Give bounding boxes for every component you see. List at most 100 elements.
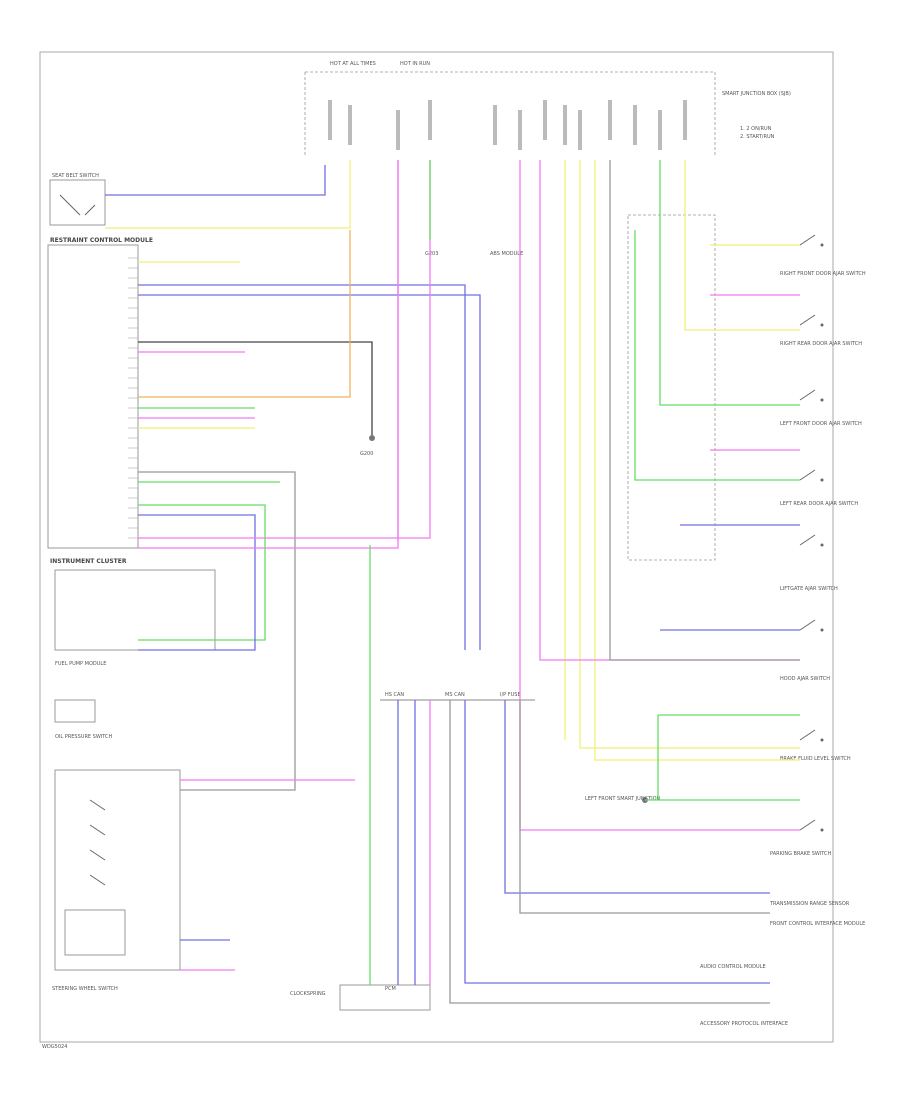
door-switch-contact xyxy=(799,619,816,631)
wire-right-green-2 xyxy=(634,230,800,481)
wire-right-pink-2 xyxy=(539,160,800,661)
wires xyxy=(105,160,800,1004)
top-connector xyxy=(428,100,432,140)
footer-code: WDG5024 xyxy=(42,1044,67,1050)
wire-rcm-blue-3 xyxy=(138,514,256,651)
top-connector xyxy=(518,110,522,150)
wire-right-yellow-3 xyxy=(579,160,800,749)
wire-right-gray xyxy=(609,160,800,661)
steering-switch-contact xyxy=(89,849,106,861)
door-switch-contact xyxy=(799,234,816,246)
wire-right-yellow-2 xyxy=(594,160,800,761)
door-switch-ground xyxy=(820,738,824,742)
door-switch-ground xyxy=(820,478,824,482)
clockspring-label: CLOCKSPRING xyxy=(290,991,326,997)
fuse-legend-2: 2. START/RUN xyxy=(740,134,775,140)
lf-module-label: LEFT FRONT SMART JUNCTION xyxy=(585,796,661,802)
door-switch-contact xyxy=(799,389,816,401)
restraint-pins xyxy=(128,257,138,539)
steering-switches xyxy=(64,799,126,956)
ground-g203-label: G203 xyxy=(425,251,438,257)
steering-sub-box xyxy=(64,909,126,956)
door-switch-ground xyxy=(820,323,824,327)
door-switch-ground xyxy=(820,628,824,632)
top-connector xyxy=(608,100,612,140)
wire-right-green xyxy=(659,160,800,406)
door-switch-contact xyxy=(799,469,816,481)
wire-rcm-green-3 xyxy=(138,504,266,641)
wire-rcm-blue-2 xyxy=(138,294,481,650)
steering-switch-contact xyxy=(89,799,106,811)
hot-run-label: HOT AT ALL TIMES xyxy=(330,61,376,67)
door-switch-ground xyxy=(820,243,824,247)
door-switch-contact xyxy=(799,314,816,326)
top-connector xyxy=(543,100,547,140)
instrument-cluster-label: INSTRUMENT CLUSTER xyxy=(50,558,127,565)
brake-fluid-label: BRAKE FLUID LEVEL SWITCH xyxy=(780,756,851,762)
oil-pressure-label: OIL PRESSURE SWITCH xyxy=(55,734,113,740)
door-switch-contact xyxy=(799,819,816,831)
accessory-4-label: ACCESSORY PROTOCOL INTERFACE xyxy=(700,1021,788,1027)
hot-in-run-label: HOT IN RUN xyxy=(400,61,430,67)
seat-belt-switch-box xyxy=(49,179,106,226)
bus-3-label: I/P FUSE xyxy=(500,692,521,698)
clockspring-box xyxy=(339,984,431,1011)
bus-1-label: HS CAN xyxy=(385,692,404,698)
wire-rcm-pink-long xyxy=(138,160,431,539)
fuse-legend-1: 1. 2 ON/RUN xyxy=(740,126,772,132)
door-switch-ground xyxy=(820,398,824,402)
top-connector xyxy=(658,110,662,150)
top-connectors xyxy=(328,100,687,150)
door-switches xyxy=(799,234,824,832)
top-connector xyxy=(563,105,567,145)
top-connector xyxy=(396,110,400,150)
instrument-cluster-box xyxy=(54,569,216,651)
steering-switch-label: STEERING WHEEL SWITCH xyxy=(52,986,118,992)
top-connector xyxy=(348,105,352,145)
ground-g200-label: G200 xyxy=(360,451,373,457)
accessory-2-label: FRONT CONTROL INTERFACE MODULE xyxy=(770,921,865,927)
seat-belt-switch-symbol xyxy=(59,194,96,216)
door-switch-contact xyxy=(799,729,816,741)
wire-rcm-pink-long-2 xyxy=(138,160,399,549)
wire-rcm-orange xyxy=(138,230,351,398)
wire-right-yellow xyxy=(684,160,800,331)
door-switch-ground xyxy=(820,828,824,832)
wire-seatbelt-yellow xyxy=(105,160,351,229)
wire-seatbelt-blue xyxy=(105,165,326,196)
seat-belt-switch-label: SEAT BELT SWITCH xyxy=(52,173,99,179)
top-connector xyxy=(493,105,497,145)
top-connector xyxy=(328,100,332,140)
top-connector xyxy=(578,110,582,150)
steering-switch-contact xyxy=(89,874,106,886)
parking-brake-label: PARKING BRAKE SWITCH xyxy=(770,851,832,857)
pcm-label: PCM xyxy=(385,986,396,992)
oil-pressure-box xyxy=(54,699,96,723)
rf-door-label: RIGHT FRONT DOOR AJAR SWITCH xyxy=(780,271,866,277)
lf-door-label: LEFT FRONT DOOR AJAR SWITCH xyxy=(780,421,862,427)
wire-bottom-blue-2 xyxy=(464,700,770,984)
hood-label: HOOD AJAR SWITCH xyxy=(780,676,830,682)
steering-switch-contact xyxy=(89,824,106,836)
restraint-module-label: RESTRAINT CONTROL MODULE xyxy=(50,237,153,244)
wire-rcm-ground xyxy=(138,341,373,435)
lr-door-label: LEFT REAR DOOR AJAR SWITCH xyxy=(780,501,858,507)
abs-module-label: ABS MODULE xyxy=(490,251,523,257)
wire-rcm-gray xyxy=(138,471,296,791)
restraint-module-box xyxy=(47,244,139,549)
fuel-pump-label: FUEL PUMP MODULE xyxy=(55,661,106,667)
wire-bottom-gray xyxy=(519,700,770,914)
door-switch-region xyxy=(627,214,716,561)
door-switch-contact xyxy=(799,534,816,546)
bus-2-label: MS CAN xyxy=(445,692,465,698)
accessory-3-label: AUDIO CONTROL MODULE xyxy=(700,964,766,970)
accessory-1-label: TRANSMISSION RANGE SENSOR xyxy=(769,901,850,907)
rr-door-label: RIGHT REAR DOOR AJAR SWITCH xyxy=(780,341,862,347)
ground-g200 xyxy=(369,435,375,441)
diagram-frame xyxy=(39,51,834,1043)
top-connector xyxy=(683,100,687,140)
wire-bottom-blue xyxy=(504,700,770,894)
door-switch-ground xyxy=(820,543,824,547)
